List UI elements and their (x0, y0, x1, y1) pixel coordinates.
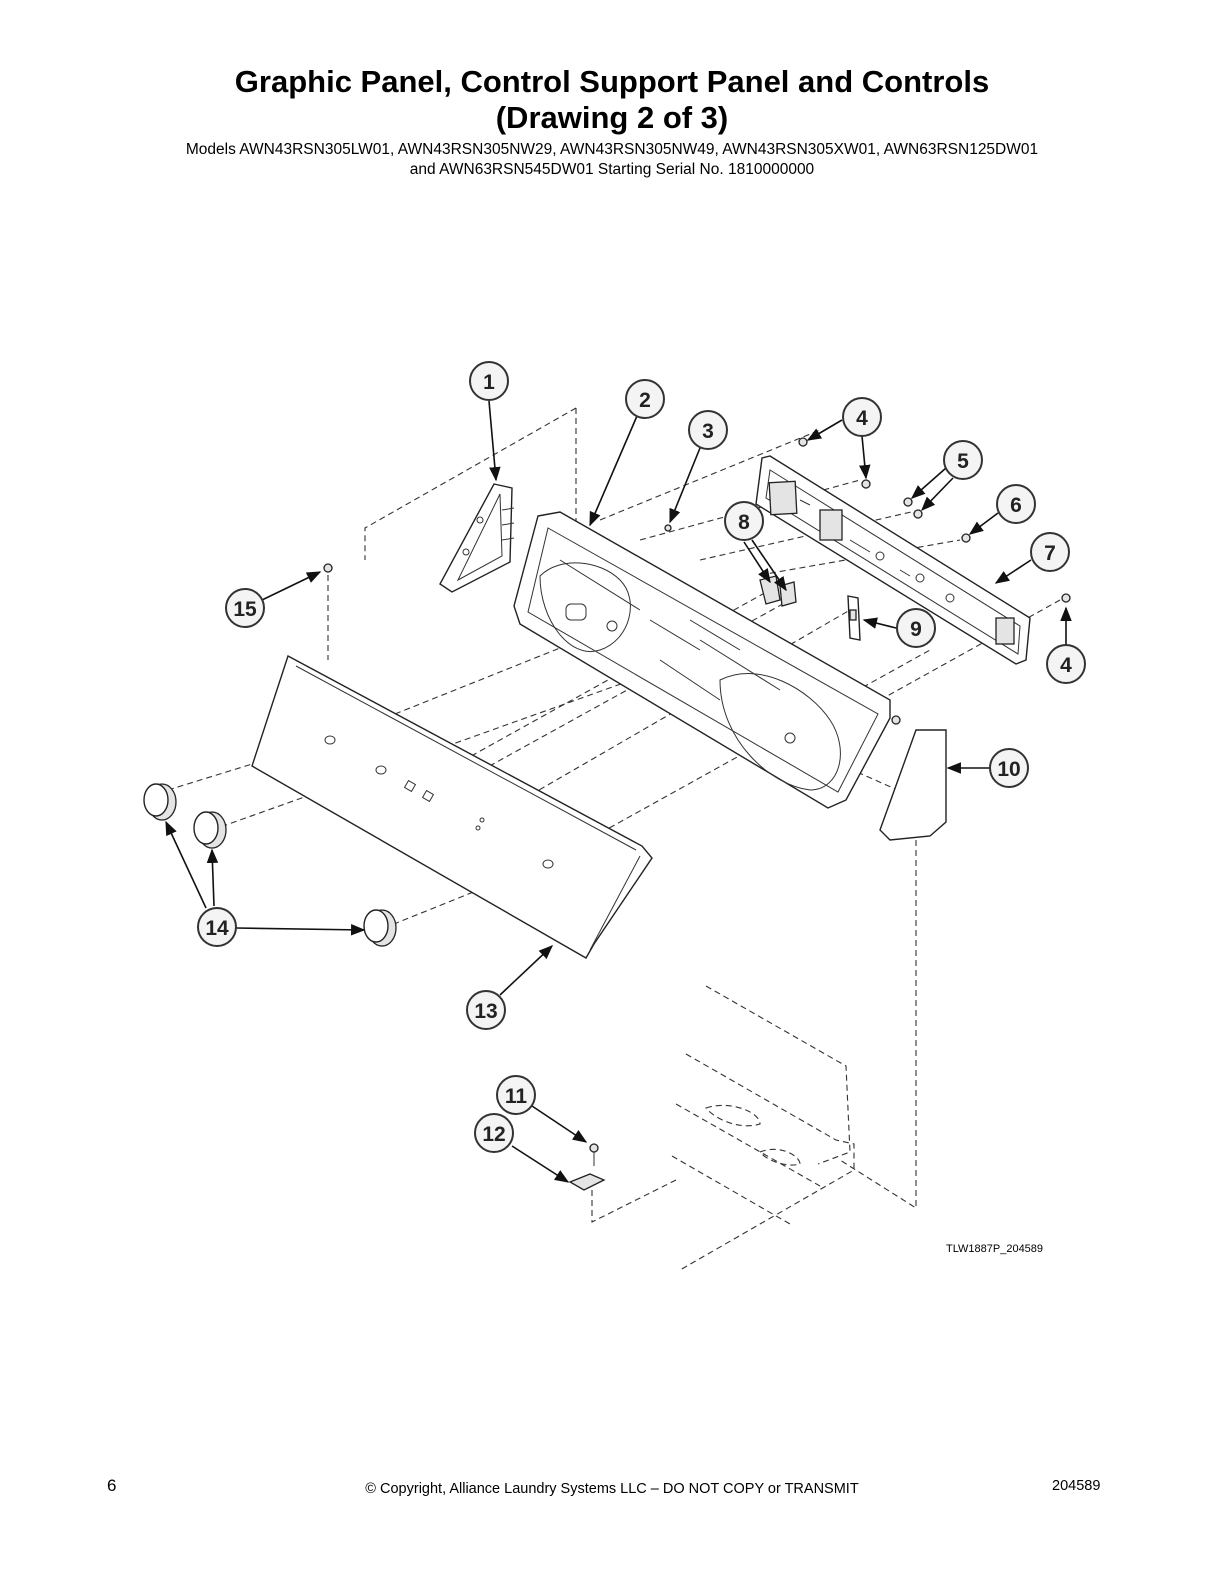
part-11-screw (589, 1143, 599, 1166)
svg-text:4: 4 (1060, 654, 1072, 677)
callout-7: 7 (1030, 532, 1070, 572)
svg-text:5: 5 (957, 450, 969, 473)
part-7-control-board (755, 455, 1031, 665)
part-12-clip (568, 1173, 606, 1191)
knob-middle (193, 811, 227, 849)
svg-text:7: 7 (1044, 542, 1056, 565)
svg-text:8: 8 (738, 511, 750, 534)
knob-left (143, 783, 177, 821)
fasteners (323, 437, 1071, 725)
part-1-side-bracket (439, 483, 515, 593)
part-14-knobs (143, 783, 397, 947)
callout-10: 10 (989, 748, 1029, 788)
part-10-end-cap (879, 729, 947, 841)
callout-8: 8 (724, 501, 764, 541)
page-title: Graphic Panel, Control Support Panel and… (234, 64, 990, 99)
leader-lines (165, 400, 1072, 1183)
callout-9: 9 (896, 608, 936, 648)
serial-line: and AWN63RSN545DW01 Starting Serial No. … (409, 161, 815, 178)
callout-1: 1 (469, 361, 509, 401)
svg-text:15: 15 (233, 598, 257, 621)
callout-2: 2 (625, 379, 665, 419)
callout-11: 11 (496, 1075, 536, 1115)
callout-13: 13 (466, 990, 506, 1030)
models-line: Models AWN43RSN305LW01, AWN43RSN305NW29,… (185, 141, 1039, 158)
cabinet-top-outline (671, 985, 855, 1271)
part-13-graphic-panel (251, 654, 653, 959)
svg-text:13: 13 (474, 1000, 497, 1023)
callout-4-bottom: 4 (1046, 644, 1086, 684)
callout-4-top: 4 (842, 397, 882, 437)
document-number: 204589 (1052, 1478, 1101, 1494)
svg-text:6: 6 (1010, 494, 1022, 517)
part-2-control-support-panel (513, 511, 891, 809)
svg-text:2: 2 (639, 389, 651, 412)
copyright-notice: © Copyright, Alliance Laundry Systems LL… (365, 1481, 859, 1497)
svg-text:9: 9 (910, 618, 922, 641)
svg-text:3: 3 (702, 420, 714, 443)
svg-text:10: 10 (997, 758, 1020, 781)
callout-14: 14 (197, 907, 237, 947)
svg-text:11: 11 (505, 1085, 528, 1108)
page-number: 6 (107, 1476, 117, 1495)
callout-5: 5 (943, 440, 983, 480)
part-8-clips (759, 575, 797, 607)
callout-12: 12 (474, 1113, 514, 1153)
callout-3: 3 (688, 410, 728, 450)
knob-right (363, 909, 397, 947)
callout-6: 6 (996, 484, 1036, 524)
svg-text:12: 12 (482, 1123, 505, 1146)
drawing-id: TLW1887P_204589 (946, 1243, 1044, 1255)
page-title-drawing-number: (Drawing 2 of 3) (495, 100, 729, 135)
callout-15: 15 (225, 588, 265, 628)
svg-text:14: 14 (205, 917, 229, 940)
svg-text:1: 1 (483, 371, 495, 394)
part-9-switch-bracket (847, 595, 861, 641)
svg-text:4: 4 (856, 407, 868, 430)
